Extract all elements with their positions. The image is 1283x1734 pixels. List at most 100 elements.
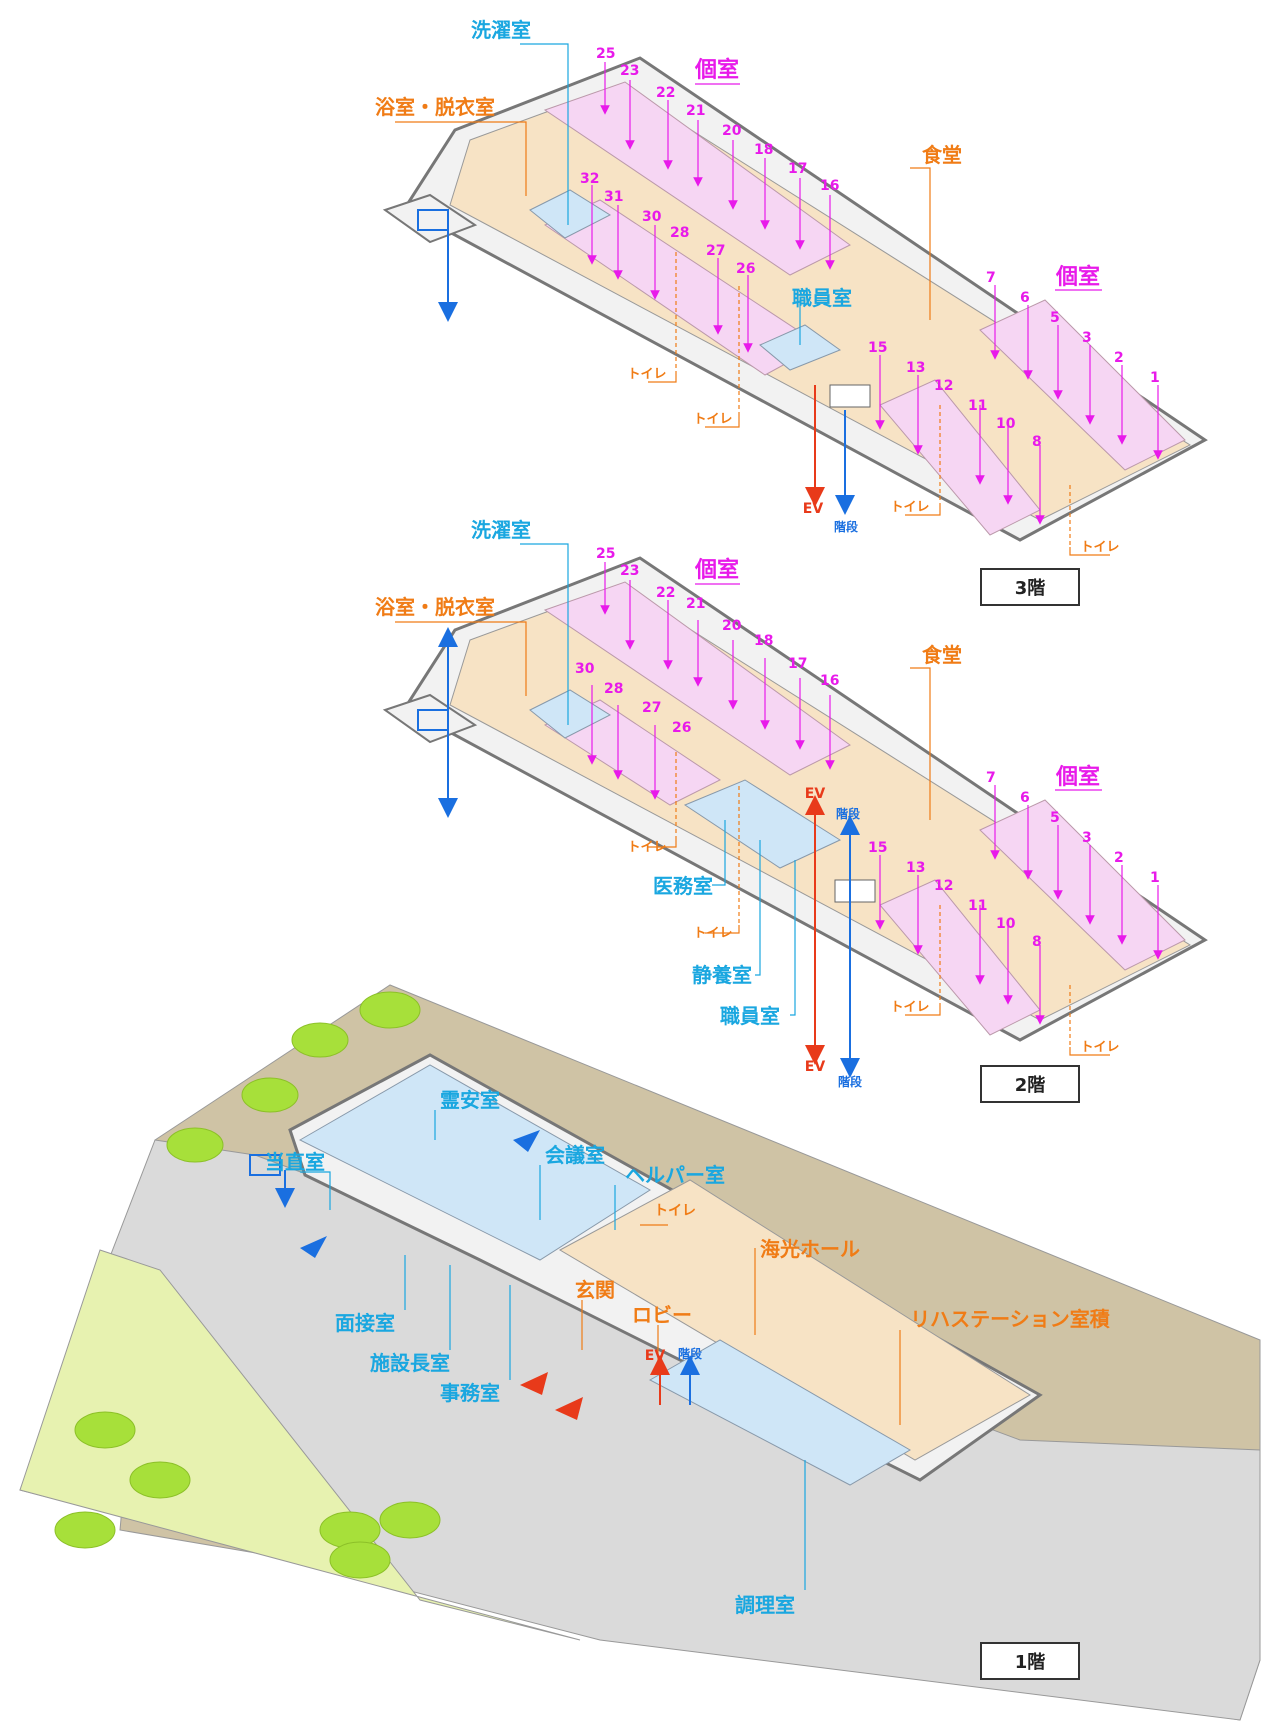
floor3-toilet-label-b: トイレ [693,412,732,427]
room-number: 1 [1150,370,1160,386]
tree-icon [74,1411,136,1449]
room-number: 27 [642,700,661,716]
floor2-labels: 洗濯室 浴室・脱衣室 個室 個室 食堂 医務室 静養室 職員室 トイレ トイレ … [375,518,1120,1089]
tree-icon [129,1461,191,1499]
room-number: 12 [934,378,953,394]
floor2-toilet-label-c: トイレ [890,1000,929,1015]
room-number: 13 [906,360,925,376]
room-number: 15 [868,840,887,856]
room-number: 25 [596,46,615,62]
floor1-ev-label: EV [645,1348,666,1364]
room-number: 25 [596,546,615,562]
room-number: 21 [686,596,705,612]
room-number: 32 [580,171,599,187]
floor3-toilet-label-d: トイレ [1080,540,1119,555]
room-number: 22 [656,585,675,601]
floor2-dining-label: 食堂 [922,643,962,667]
floor1-stairs-label: 階段 [678,1346,703,1361]
floor3-labels: 洗濯室 浴室・脱衣室 個室 個室 食堂 職員室 トイレ トイレ トイレ トイレ … [375,18,1120,555]
floor2-label: 2階 [980,1065,1080,1103]
tree-icon [379,1501,441,1539]
floor3-laundry-zone [529,189,612,239]
room-number: 26 [736,261,755,277]
floor1-kitchen-zone [648,1339,911,1486]
floor3-dining-label: 食堂 [922,143,962,167]
floor1-staff-zone [298,1064,651,1261]
room-number: 10 [996,416,1016,432]
floor3-rooms-east-n [979,299,1186,471]
floor2-toilet-label-b: トイレ [693,926,732,941]
tree-icon [359,991,421,1029]
floor3-room-arrows [587,62,1163,525]
room-number: 20 [722,618,742,634]
room-number: 16 [820,178,839,194]
floor1-labels: 霊安室 当直室 会議室 ヘルパー室 トイレ 海光ホール リハステーション室積 玄… [265,1088,1111,1617]
floor2-bath-label: 浴室・脱衣室 [375,595,495,619]
room-number: 28 [604,681,623,697]
floor3-private-label-a: 個室 [694,57,739,83]
floor1-rehab-label: リハステーション室積 [910,1307,1111,1331]
floor3-plan [382,56,1208,542]
floor3-staff-label: 職員室 [792,286,852,310]
room-number: 30 [575,661,595,677]
room-number: 30 [642,209,662,225]
floor1-entrance-label: 玄関 [575,1278,615,1302]
room-number: 3 [1082,330,1092,346]
floor1-leaders [275,1110,901,1590]
floor2-rest-label: 静養室 [692,963,752,987]
room-number: 1 [1150,870,1160,886]
room-number: 11 [968,898,987,914]
room-number: 10 [996,916,1016,932]
room-number: 28 [670,225,689,241]
room-number: 26 [672,720,691,736]
tree-icon [241,1077,299,1113]
room-number: 12 [934,878,953,894]
floor1-night-duty-label: 当直室 [265,1150,325,1174]
room-number: 5 [1050,310,1060,326]
floor3-toilet-label-a: トイレ [627,367,666,382]
lawn-area [19,1249,581,1641]
floor3-stair-core [829,384,871,408]
entrance-arrow-icon [555,1397,583,1420]
room-number: 15 [868,340,887,356]
room-number: 8 [1032,434,1042,450]
room-number: 6 [1020,290,1030,306]
tree-icon [291,1022,349,1058]
room-number: 23 [620,563,639,579]
floor3-bath-label: 浴室・脱衣室 [375,95,495,119]
tree-icon [54,1511,116,1549]
room-number: 3 [1082,830,1092,846]
floor1-office-label: 事務室 [440,1381,500,1405]
room-number: 5 [1050,810,1060,826]
floor1-toilet-label: トイレ [654,1203,696,1219]
room-number: 6 [1020,790,1030,806]
floor1-mortuary-label: 霊安室 [440,1088,500,1112]
entrance-arrow-icon [513,1130,540,1152]
floor2-laundry-label: 洗濯室 [471,518,531,542]
floor1-director-label: 施設長室 [370,1351,450,1375]
tree-icon [166,1127,224,1163]
floor1-meeting-label: 会議室 [545,1143,605,1167]
entrance-arrow-icon [300,1236,327,1258]
floor2-room-numbers: 25 23 22 21 20 18 17 16 30 28 27 26 7 6 … [575,546,1160,950]
floor3-laundry-label: 洗濯室 [471,18,531,42]
floor1-lobby-label: ロビー [632,1303,692,1327]
floor2-corridor [449,584,1192,1021]
floor2-medical-label: 医務室 [653,874,713,898]
floor2-ev-label: EV [805,1059,826,1075]
room-number: 7 [986,770,996,786]
room-number: 11 [968,398,987,414]
floor2-medical-zone [683,779,842,869]
floor2-laundry-zone [529,689,612,739]
room-number: 17 [788,656,807,672]
room-number: 7 [986,270,996,286]
floor3-leaders [395,43,1110,556]
floor3-ev-label: EV [803,501,824,517]
floor3-stair-wing [382,193,478,244]
floor1-helper-label: ヘルパー室 [625,1163,725,1187]
room-number: 22 [656,85,675,101]
floor3-label: 3階 [980,568,1080,606]
room-number: 21 [686,103,705,119]
floor1-interview-label: 面接室 [335,1311,395,1335]
